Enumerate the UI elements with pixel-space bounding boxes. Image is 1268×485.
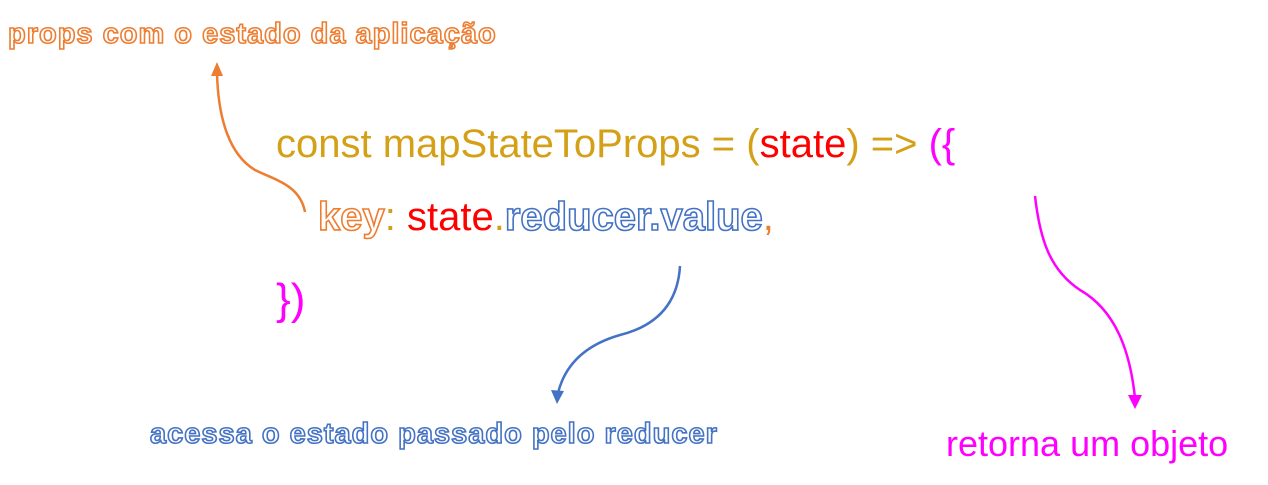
code-key: key <box>317 194 385 240</box>
code-close-brace: }) <box>276 275 306 324</box>
props-annotation-label: props com o estado da aplicação <box>7 17 497 51</box>
code-colon: : <box>384 195 396 239</box>
code-const-declaration: const mapStateToProps = <box>276 122 747 166</box>
code-line-1: const mapStateToProps = (state) => ({ <box>276 122 955 167</box>
return-annotation-label: retorna um objeto <box>946 423 1229 464</box>
return-arrow <box>1033 195 1142 409</box>
reducer-arrow <box>551 265 682 404</box>
code-arrow: ) => <box>846 122 929 166</box>
code-reducer-path: reducer.value <box>504 194 764 240</box>
code-dot: . <box>493 195 505 239</box>
reducer-annotation-label: acessa o estado passado pelo reducer <box>149 417 718 451</box>
code-line-2: key: state.reducer.value, <box>317 194 774 240</box>
code-open-brace: ({ <box>928 122 956 166</box>
code-state-param: state <box>759 122 847 166</box>
code-comma: , <box>762 195 774 239</box>
props-arrow <box>211 62 307 213</box>
code-state-ref: state <box>395 195 494 239</box>
code-line-3: }) <box>276 275 305 325</box>
code-open-paren: ( <box>746 122 760 166</box>
